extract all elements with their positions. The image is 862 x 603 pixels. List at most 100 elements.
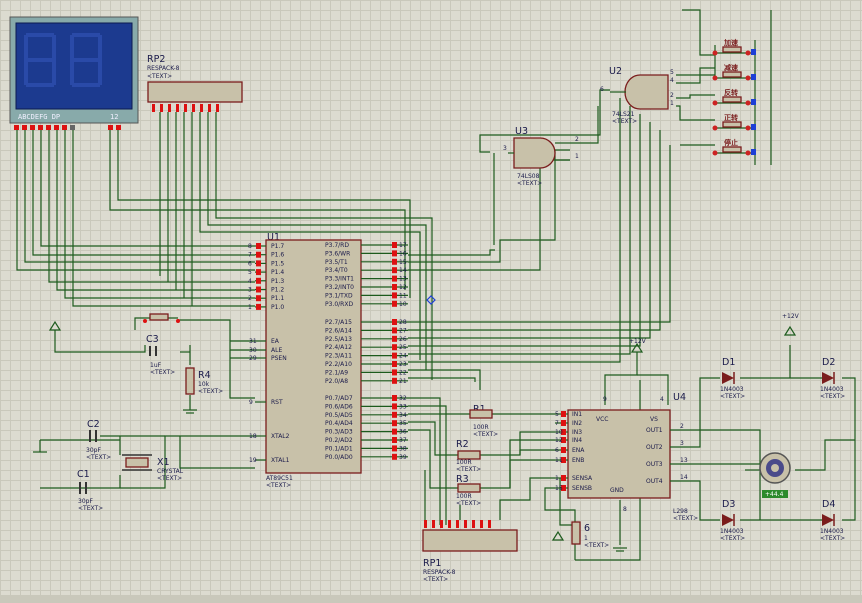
u1-pin-num: 9 bbox=[249, 399, 253, 406]
u1-pin-label: ALE bbox=[271, 347, 282, 354]
u1-pin-num: 26 bbox=[399, 336, 407, 343]
u4-pin-label: ENB bbox=[572, 457, 584, 464]
u1-pin-label: P2.4/A12 bbox=[325, 344, 352, 351]
u1-pin-label: P2.6/A14 bbox=[325, 327, 352, 334]
u3-pin-1: 1 bbox=[575, 153, 579, 160]
diode-text: <TEXT> bbox=[820, 535, 845, 542]
u1-pin-num: 15 bbox=[399, 259, 407, 266]
u1-pin-num: 11 bbox=[399, 292, 407, 299]
u3-pin-2: 2 bbox=[575, 136, 579, 143]
u1-pin-label: P0.3/AD3 bbox=[325, 429, 353, 436]
u1-pin-num: 28 bbox=[399, 319, 407, 326]
u4-vcc-label: VCC bbox=[596, 416, 608, 423]
u2-pin-6: 6 bbox=[600, 86, 604, 93]
u1-pin-label: RST bbox=[271, 399, 283, 406]
u4-gnd-label: GND bbox=[610, 487, 624, 494]
motor-label: +44.4 bbox=[765, 491, 784, 498]
u4-pin-label: OUT2 bbox=[646, 444, 663, 451]
r2-value: 100R bbox=[456, 459, 472, 466]
push-button[interactable]: 加速 bbox=[712, 38, 757, 56]
r1-value: 100R bbox=[473, 424, 489, 431]
diode-text: <TEXT> bbox=[820, 393, 845, 400]
c2-ref: C2 bbox=[87, 419, 100, 430]
r2-resistor: R2 100R <TEXT> bbox=[456, 439, 481, 473]
u1-pin-num: 30 bbox=[249, 347, 257, 354]
push-button-label: 停止 bbox=[724, 138, 738, 147]
push-button[interactable]: 反转 bbox=[712, 88, 757, 106]
horizontal-scrollbar[interactable] bbox=[0, 595, 862, 603]
u1-pin-label: P0.5/AD5 bbox=[325, 412, 353, 419]
u2-pin-1: 1 bbox=[670, 100, 674, 107]
crystal-circuit: C2 30pF <TEXT> C1 30pF <TEXT> X1 CRYSTAL… bbox=[33, 419, 184, 512]
u1-pin-label: P1.6 bbox=[271, 252, 284, 259]
r3-resistor: R3 100R <TEXT> bbox=[456, 474, 481, 507]
u1-pin-num: 39 bbox=[399, 454, 407, 461]
diode-text: <TEXT> bbox=[720, 393, 745, 400]
push-button[interactable]: 停止 bbox=[712, 138, 757, 156]
rp2-ref: RP2 bbox=[147, 54, 165, 65]
u4-pin-num: 10 bbox=[555, 429, 563, 436]
u1-pin-num: 5 bbox=[248, 269, 252, 276]
u1-pin-num: 23 bbox=[399, 361, 407, 368]
u4-pin-label: ENA bbox=[572, 447, 585, 454]
push-button-label: 加速 bbox=[723, 38, 738, 47]
u1-pin-label: P1.5 bbox=[271, 260, 284, 267]
u4-gnd-num: 8 bbox=[623, 506, 627, 513]
u4-pin-num: 2 bbox=[680, 423, 684, 430]
u4-pin-label: IN4 bbox=[572, 437, 582, 444]
u1-pin-num: 8 bbox=[248, 243, 252, 250]
u1-pin-label: P3.7/RD bbox=[325, 242, 349, 249]
u4-pin-label: SENSA bbox=[572, 475, 593, 482]
u1-pin-label: P3.2/INT0 bbox=[325, 284, 354, 291]
u3-pin-3: 3 bbox=[503, 145, 507, 152]
u2-name: 74LS21 bbox=[612, 111, 635, 118]
dc-motor: +44.4 bbox=[759, 452, 791, 498]
u1-pin-label: P2.1/A9 bbox=[325, 369, 348, 376]
u4-pin-label: OUT3 bbox=[646, 461, 663, 468]
u4-pin-label: SENSB bbox=[572, 485, 592, 492]
u1-pin-num: 36 bbox=[399, 429, 407, 436]
u4-pin-label: IN2 bbox=[572, 420, 582, 427]
u1-pin-num: 14 bbox=[399, 267, 407, 274]
rp1-ref: RP1 bbox=[423, 558, 441, 569]
u3-and-gate: U3 2 1 3 74LS08 <TEXT> bbox=[503, 126, 579, 187]
diode-value: 1N4003 bbox=[820, 386, 844, 393]
u1-port2-pins: 28P2.7/A1527P2.6/A1426P2.5/A1325P2.4/A12… bbox=[325, 319, 408, 385]
seven-segment-display: ABCDEFG DP 12 bbox=[9, 16, 139, 130]
u1-ref: U1 bbox=[267, 232, 280, 243]
u1-pin-label: P3.1/TXD bbox=[325, 292, 353, 299]
u4-ref: U4 bbox=[673, 392, 686, 403]
r1-resistor: R1 100R <TEXT> bbox=[469, 404, 498, 438]
probe-marker[interactable] bbox=[426, 295, 436, 305]
u1-pin-label: P1.1 bbox=[271, 295, 284, 302]
rp2-name: RESPACK-8 bbox=[147, 65, 180, 72]
diode-value: 1N4003 bbox=[720, 386, 744, 393]
u1-pin-label: P1.2 bbox=[271, 287, 284, 294]
u2-pin-4: 4 bbox=[670, 77, 674, 84]
lcd-segments-label: ABCDEFG DP bbox=[18, 113, 60, 121]
r4-ref: R4 bbox=[198, 370, 211, 381]
u1-pin-label: P2.3/A11 bbox=[325, 353, 352, 360]
c1-value: 30pF bbox=[78, 498, 93, 505]
u4-pin-num: 12 bbox=[555, 437, 563, 444]
u1-pin-num: 3 bbox=[248, 287, 252, 294]
u4-pin-num: 7 bbox=[555, 420, 559, 427]
diode-value: 1N4003 bbox=[820, 528, 844, 535]
push-button[interactable]: 正转 bbox=[712, 113, 757, 131]
u1-pin-label: P2.5/A13 bbox=[325, 336, 352, 343]
u1-pin-label: P1.0 bbox=[271, 304, 284, 311]
u1-pin-label: PSEN bbox=[271, 355, 287, 362]
c3-ref: C3 bbox=[146, 334, 159, 345]
u4-name: L298 bbox=[673, 508, 688, 515]
u1-port3-pins: 17P3.7/RD16P3.6/WR15P3.5/T114P3.4/T013P3… bbox=[325, 242, 408, 308]
u1-port0-pins: 32P0.7/AD733P0.6/AD634P0.5/AD535P0.4/AD4… bbox=[325, 395, 408, 461]
u4-pin-num: 14 bbox=[680, 474, 688, 481]
push-button[interactable]: 减速 bbox=[712, 63, 757, 81]
u4-pin-num: 11 bbox=[555, 457, 563, 464]
u1-pin-num: 38 bbox=[399, 445, 407, 452]
